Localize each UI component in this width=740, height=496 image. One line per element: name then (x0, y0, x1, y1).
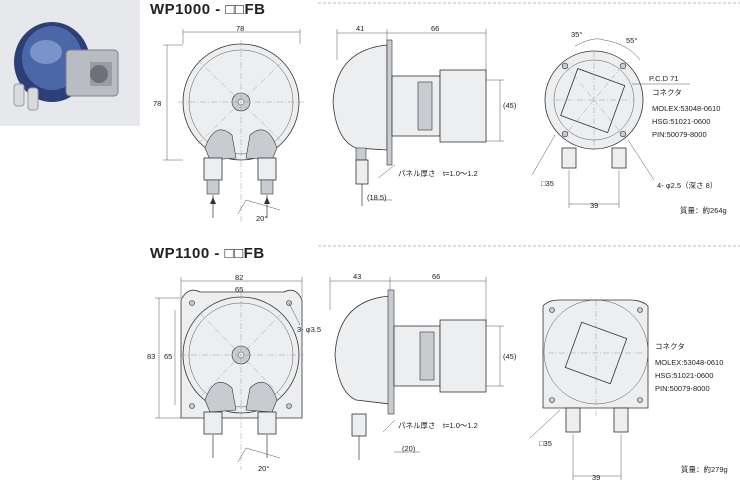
wp1000-front-angle: 20° (256, 214, 267, 223)
wp1000-back-square: □35 (541, 179, 554, 188)
wp1100-connector-label: コネクタ (655, 342, 685, 351)
wp1000-pcd: P.C.D 71 (649, 74, 678, 83)
wp1100-front-width-outer: 82 (235, 273, 243, 282)
section-title-wp1000: WP1000 - □□FB (150, 1, 265, 18)
wp1100-back-square: □35 (539, 439, 552, 448)
wp1100-front-angle: 20° (258, 464, 269, 473)
wp1000-front-width: 78 (236, 24, 244, 33)
wp1100-back-width: 39 (592, 473, 600, 482)
wp1100-hsg: HSG:51021-0600 (655, 371, 713, 380)
wp1100-panel-thickness: パネル厚さ t=1.0～1.2 (398, 421, 478, 430)
wp1000-hole-spec: 4- φ2.5（深さ 8） (657, 181, 717, 190)
wp1100-side-view: 43 66 (45) パネル厚さ t=1.0～1.2 (20) (329, 272, 517, 460)
wp1000-mass: 質量：約264g (680, 205, 727, 215)
wp1000-panel-thickness: パネル厚さ t=1.0～1.2 (398, 169, 478, 178)
wp1100-side-depth-a: 43 (353, 272, 361, 281)
wp1000-molex: MOLEX:53048-0610 (652, 104, 720, 113)
wp1000-front-height: 78 (153, 99, 161, 108)
section-title-wp1100: WP1100 - □□FB (150, 245, 265, 262)
wp1000-side-view: 41 66 (45) パネル厚さ t=1.0～1.2 (18.5) (332, 24, 517, 206)
wp1000-back-angle-a: 35° (571, 30, 582, 39)
wp1100-back-view: コネクタ MOLEX:53048-0610 HSG:51021-0600 PIN… (529, 299, 728, 482)
wp1100-front-height-outer: 83 (147, 352, 155, 361)
wp1100-molex: MOLEX:53048-0610 (655, 358, 723, 367)
wp1000-side-height: (45) (503, 101, 517, 110)
wp1000-back-width: 39 (590, 201, 598, 210)
wp1000-front-view: 78 78 20° (153, 24, 304, 223)
wp1100-mass: 質量：約279g (681, 464, 728, 474)
wp1100-front-holes: 3- φ3.5 (297, 325, 321, 334)
wp1100-pin: PIN:50079-8000 (655, 384, 710, 393)
wp1000-back-view: 35° 55° P.C.D 71 コネクタ MOLEX:53048-0610 H… (531, 30, 727, 215)
wp1100-side-offset: (20) (402, 444, 416, 453)
wp1000-side-depth-a: 41 (356, 24, 364, 33)
wp1100-front-width-inner: 65 (235, 285, 243, 294)
wp1000-back-angle-b: 55° (626, 36, 637, 45)
wp1000-side-offset: (18.5) (367, 193, 387, 202)
wp1000-connector-label: コネクタ (652, 88, 682, 97)
wp1100-front-view: 82 65 83 65 3- φ3.5 20° (147, 273, 321, 473)
wp1100-side-depth-b: 66 (432, 272, 440, 281)
wp1000-side-depth-b: 66 (431, 24, 439, 33)
product-photo (0, 0, 140, 126)
wp1000-hsg: HSG:51021-0600 (652, 117, 710, 126)
wp1000-pin: PIN:50079-8000 (652, 130, 707, 139)
wp1100-front-height-inner: 65 (164, 352, 172, 361)
wp1100-side-height: (45) (503, 352, 517, 361)
